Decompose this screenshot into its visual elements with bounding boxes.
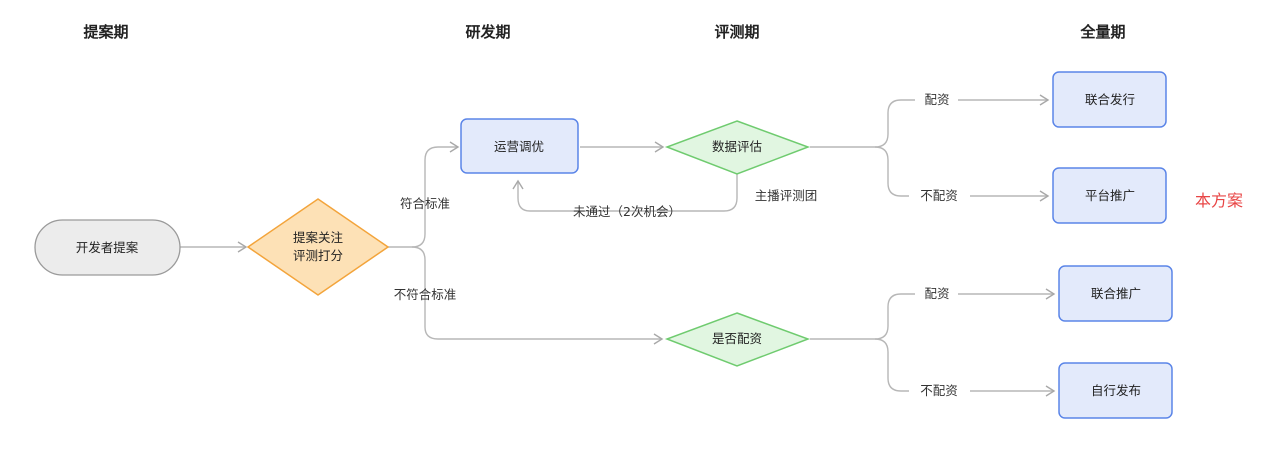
label-meets-standard: 符合标准 — [400, 196, 450, 211]
phase-evaluation: 评测期 — [714, 23, 759, 41]
node-review: 提案关注 评测打分 — [246, 198, 390, 296]
node-joint-publish-label: 联合发行 — [1085, 92, 1135, 107]
label-not-funded-top: 不配资 — [920, 188, 958, 203]
edge-eval-funded — [874, 99, 915, 148]
arrow-icon — [1039, 190, 1050, 202]
label-not-meets-standard: 不符合标准 — [394, 287, 457, 302]
arrow-icon — [449, 141, 460, 153]
node-joint-promo: 联合推广 — [1058, 265, 1173, 322]
node-joint-promo-label: 联合推广 — [1091, 286, 1141, 301]
edge-not-meets-standard — [411, 246, 662, 340]
node-start: 开发者提案 — [34, 219, 181, 276]
label-funded-top: 配资 — [924, 92, 949, 107]
phase-development: 研发期 — [465, 23, 510, 41]
edge-eval-not-funded — [874, 146, 909, 197]
node-platform-promo: 平台推广 — [1052, 167, 1167, 224]
node-data-eval: 数据评估 — [664, 120, 811, 175]
node-self-publish: 自行发布 — [1058, 362, 1173, 419]
arrow-icon — [654, 141, 665, 153]
arrow-icon — [237, 241, 248, 253]
node-funding-check: 是否配资 — [664, 312, 811, 367]
connectors — [180, 94, 1056, 397]
node-start-label: 开发者提案 — [76, 240, 139, 255]
node-ops-tuning-label: 运营调优 — [494, 139, 544, 154]
arrow-icon — [653, 333, 664, 345]
edge-check-funded — [874, 293, 915, 340]
label-not-passed: 未通过（2次机会） — [573, 204, 681, 219]
node-platform-promo-label: 平台推广 — [1085, 188, 1135, 203]
plan-note: 本方案 — [1195, 191, 1243, 210]
node-review-line-2: 评测打分 — [293, 248, 343, 263]
arrow-icon — [1045, 288, 1056, 300]
phase-proposal: 提案期 — [83, 23, 128, 41]
node-self-publish-label: 自行发布 — [1091, 383, 1141, 398]
node-joint-publish: 联合发行 — [1052, 71, 1167, 128]
label-anchor-panel: 主播评测团 — [755, 188, 818, 203]
label-funded-bottom: 配资 — [924, 286, 949, 301]
edge-meets-standard — [411, 146, 458, 248]
arrow-icon — [1045, 385, 1056, 397]
node-review-line-1: 提案关注 — [293, 230, 344, 245]
node-ops-tuning: 运营调优 — [460, 118, 579, 174]
arrow-icon — [512, 179, 524, 190]
label-not-funded-bottom: 不配资 — [920, 383, 958, 398]
edge-loop-back — [517, 174, 738, 212]
phase-full-release: 全量期 — [1079, 23, 1125, 41]
node-data-eval-label: 数据评估 — [712, 139, 762, 154]
node-funding-check-label: 是否配资 — [712, 331, 762, 346]
edge-check-not-funded — [874, 338, 909, 392]
arrow-icon — [1039, 94, 1050, 106]
